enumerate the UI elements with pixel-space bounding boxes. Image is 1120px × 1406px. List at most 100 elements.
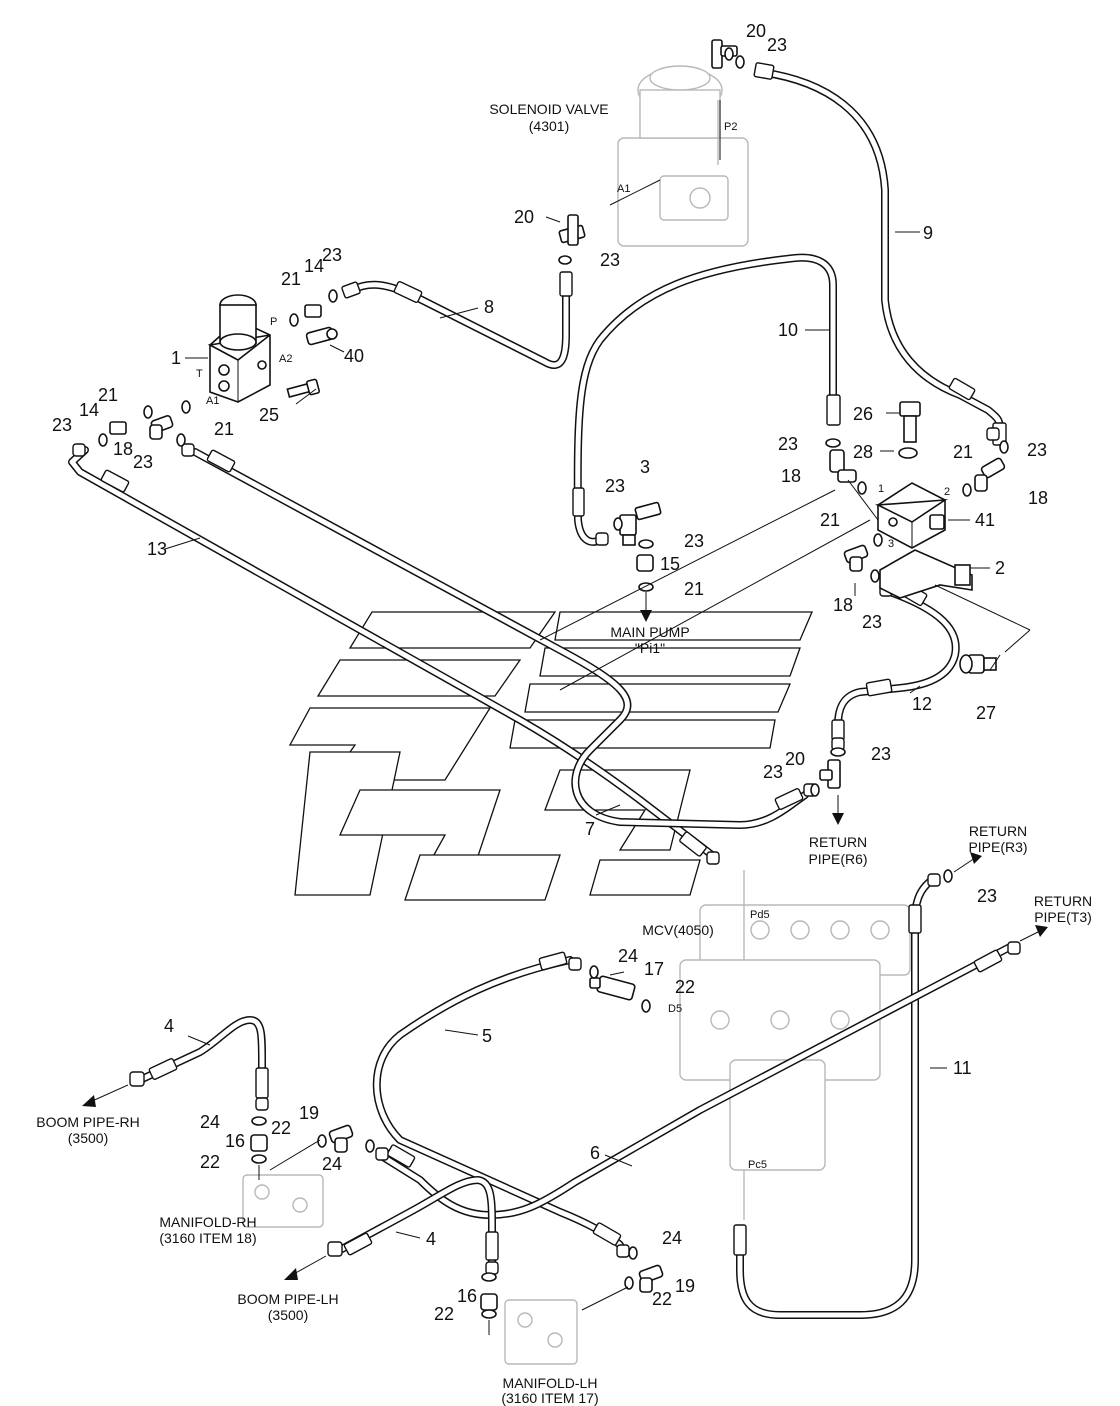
part-18-elbows (149, 414, 1006, 572)
component-labels: SOLENOID VALVE (4301) MAIN PUMP "Pi1" RE… (36, 101, 1092, 1406)
return-pipe-r3-label-code: PIPE(R3) (968, 839, 1027, 855)
callout: 22 (434, 1304, 454, 1324)
callout: 6 (590, 1143, 600, 1163)
callout: 26 (853, 404, 873, 424)
callout-numbers: 1 2 3 4 4 5 6 7 8 9 10 11 12 13 14 14 15… (52, 21, 1048, 1324)
hose-12 (834, 588, 960, 729)
callout: 18 (833, 595, 853, 615)
callout: 21 (281, 269, 301, 289)
callout: 21 (214, 419, 234, 439)
part-14-15-16-adapters (109, 304, 654, 1311)
manifold-rh-label-code: (3160 ITEM 18) (159, 1230, 256, 1246)
port-p: P (270, 316, 277, 328)
part-17-check-valve (589, 975, 636, 1001)
return-pipe-t3-label: RETURN (1034, 893, 1092, 909)
callout: 23 (605, 476, 625, 496)
callout: 23 (977, 886, 997, 906)
callout: 1 (171, 348, 181, 368)
callout: 21 (98, 385, 118, 405)
callout: 21 (953, 442, 973, 462)
boom-pipe-lh-label: BOOM PIPE-LH (237, 1291, 338, 1307)
mcv-ghost (679, 870, 911, 1220)
callout: 23 (767, 35, 787, 55)
part-3-tee (619, 501, 662, 546)
part-26-bolt (899, 401, 921, 443)
return-pipe-r3-label: RETURN (969, 823, 1027, 839)
callout: 4 (164, 1016, 174, 1036)
o-rings (98, 47, 1009, 1319)
return-pipe-r6-label: RETURN (809, 834, 867, 850)
manifold-lh-label: MANIFOLD-LH (503, 1375, 598, 1391)
return-pipe-r6-label-code: PIPE(R6) (808, 851, 867, 867)
port-labels: P2 A1 P T A2 A1 1 2 3 Pd5 D5 Pc5 (196, 121, 950, 1171)
callout: 16 (225, 1131, 245, 1151)
main-pump-label: MAIN PUMP (610, 624, 689, 640)
callout: 4 (426, 1229, 436, 1249)
manifold-lh-ghost (504, 1299, 578, 1365)
callout: 13 (147, 539, 167, 559)
port-a1: A1 (206, 395, 219, 407)
callout: 41 (975, 510, 995, 530)
callout: 10 (778, 320, 798, 340)
part-19-elbows (328, 1124, 664, 1293)
boom-pipe-rh-label: BOOM PIPE-RH (36, 1114, 139, 1130)
callout: 8 (484, 297, 494, 317)
callout: 18 (1028, 488, 1048, 508)
callout: 24 (200, 1112, 220, 1132)
hose-11 (736, 876, 936, 1319)
callout: 3 (640, 457, 650, 477)
solenoid-valve-ghost (617, 65, 749, 247)
part-28-washer (898, 447, 918, 459)
callout: 22 (675, 977, 695, 997)
port-a1-solenoid: A1 (617, 183, 630, 195)
callout: 20 (785, 749, 805, 769)
callout: 23 (52, 415, 72, 435)
port-d5: D5 (668, 1003, 682, 1015)
callout: 28 (853, 442, 873, 462)
callout: 12 (912, 694, 932, 714)
hose-10 (573, 253, 837, 546)
background-logo (288, 611, 813, 901)
boom-pipe-rh-label-code: (3500) (68, 1130, 108, 1146)
callout: 11 (953, 1058, 972, 1078)
callout: 21 (820, 510, 840, 530)
part-1-valve-block (207, 294, 271, 403)
boom-pipe-lh-label-code: (3500) (268, 1307, 308, 1323)
callout: 15 (660, 554, 680, 574)
callout: 23 (684, 531, 704, 551)
port-a2: A2 (279, 353, 292, 365)
callout: 23 (862, 612, 882, 632)
part-41-block (875, 482, 948, 549)
hose-9 (756, 68, 1004, 434)
callout: 20 (514, 207, 534, 227)
callout: 22 (200, 1152, 220, 1172)
leader-lines (164, 100, 1031, 1311)
return-pipe-t3-label-code: PIPE(T3) (1034, 909, 1092, 925)
callout: 23 (600, 250, 620, 270)
callout: 22 (652, 1289, 672, 1309)
flow-arrows (82, 592, 1048, 1335)
callout: 24 (618, 946, 638, 966)
pipe-7 (191, 448, 809, 829)
callout: 19 (299, 1103, 319, 1123)
solenoid-valve-label-code: (4301) (529, 118, 569, 134)
callout: 17 (644, 959, 664, 979)
callout: 23 (322, 245, 342, 265)
mcv-label: MCV(4050) (642, 922, 714, 938)
callout: 40 (344, 346, 364, 366)
port-1: 1 (878, 483, 884, 495)
callout: 22 (271, 1118, 291, 1138)
port-2: 2 (944, 486, 950, 498)
solenoid-valve-label: SOLENOID VALVE (489, 101, 608, 117)
callout: 7 (585, 819, 595, 839)
hose-8 (348, 280, 570, 369)
callout: 23 (1027, 440, 1047, 460)
hose-4-lh (336, 1176, 496, 1266)
callout: 5 (482, 1026, 492, 1046)
port-p2: P2 (724, 121, 737, 133)
callout: 18 (781, 466, 801, 486)
port-pd5: Pd5 (750, 909, 770, 921)
callout: 25 (259, 405, 279, 425)
callout: 9 (923, 223, 933, 243)
